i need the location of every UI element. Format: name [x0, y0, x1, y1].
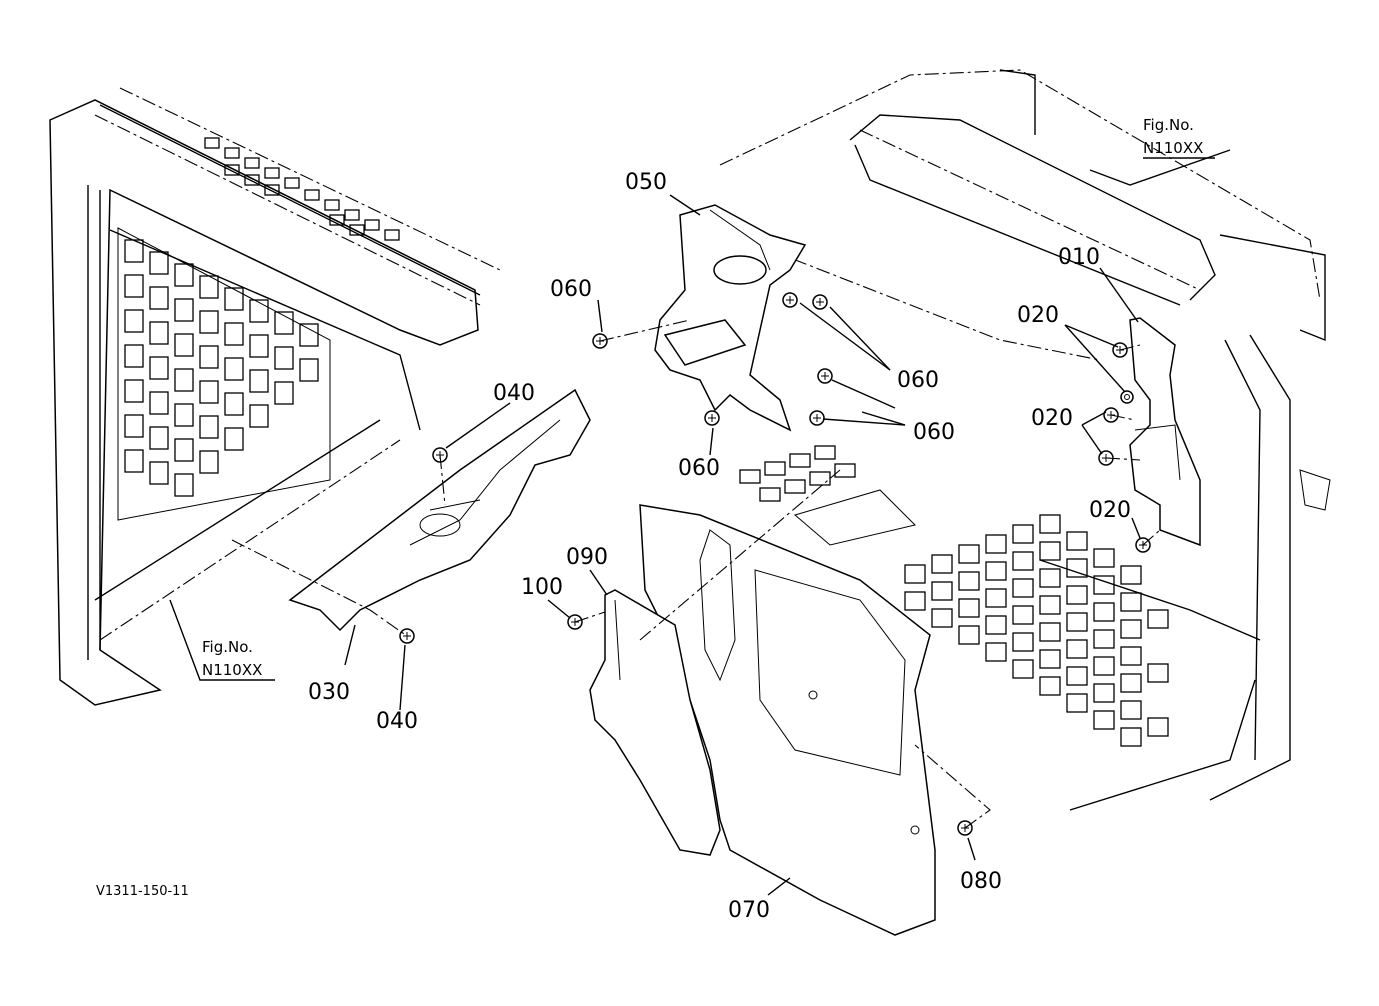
- washer-icon: [1120, 390, 1134, 404]
- drawing-code: V1311-150-11: [96, 884, 189, 899]
- bolt-icon: [704, 410, 720, 426]
- callout-060: 060: [678, 456, 720, 481]
- floor-vents: [739, 445, 856, 502]
- bolt-icon: [782, 292, 798, 308]
- callout-090: 090: [566, 545, 608, 570]
- figure-reference-right: Fig.No. N110XX: [1143, 116, 1215, 159]
- fasteners: [399, 292, 1151, 836]
- callout-030: 030: [308, 680, 350, 705]
- callout-060: 060: [897, 368, 939, 393]
- bolt-icon: [817, 368, 833, 384]
- right-cab-frame: [719, 69, 1331, 811]
- fig-ref-number: N110XX: [1143, 139, 1203, 157]
- callout-100: 100: [521, 575, 563, 600]
- fig-ref-title: Fig.No.: [202, 638, 253, 656]
- figure-reference-left: Fig.No. N110XX: [202, 638, 262, 679]
- callout-060: 060: [550, 277, 592, 302]
- callout-050: 050: [625, 170, 667, 195]
- part-090-side-cover: [589, 589, 721, 856]
- callout-020: 020: [1031, 406, 1073, 431]
- callout-020: 020: [1089, 498, 1131, 523]
- callout-060: 060: [913, 420, 955, 445]
- callout-070: 070: [728, 898, 770, 923]
- callout-010: 010: [1058, 245, 1100, 270]
- callout-labels: 010 020 020 020 030 040 040 050 060 060 …: [308, 170, 1131, 923]
- assembly-lines: [169, 149, 1231, 896]
- bolt-icon: [812, 294, 828, 310]
- part-050-speaker-trim: [654, 204, 807, 432]
- fig-ref-number: N110XX: [202, 661, 262, 679]
- left-side-mesh: [124, 239, 319, 497]
- callout-040: 040: [376, 709, 418, 734]
- bolt-icon: [399, 628, 415, 644]
- callout-040: 040: [493, 381, 535, 406]
- bolt-icon: [809, 410, 825, 426]
- right-side-mesh: [904, 514, 1169, 747]
- callout-020: 020: [1017, 303, 1059, 328]
- left-roof-vents: [204, 137, 400, 241]
- fig-ref-title: Fig.No.: [1143, 116, 1194, 134]
- part-030-step-panel: [288, 388, 591, 632]
- callout-080: 080: [960, 869, 1002, 894]
- part-010-bracket: [1129, 317, 1201, 547]
- left-cab-frame: [49, 87, 501, 706]
